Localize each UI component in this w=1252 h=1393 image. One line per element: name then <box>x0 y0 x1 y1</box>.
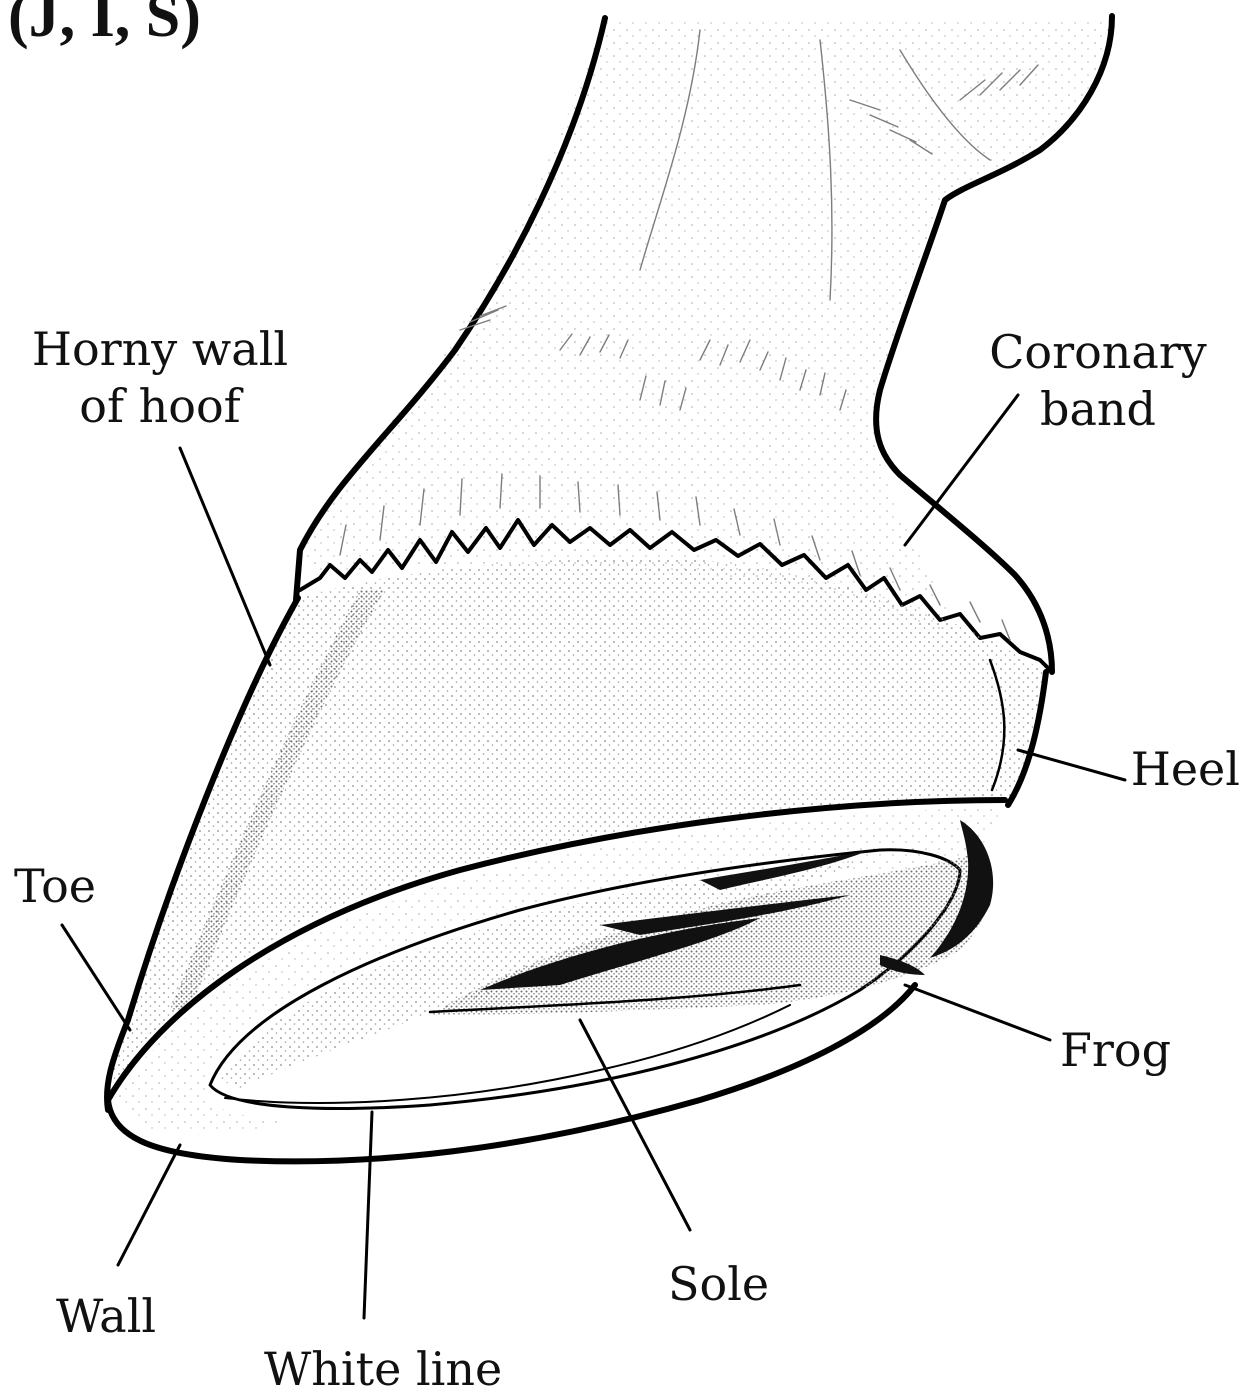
label-frog: Frog <box>1060 1023 1171 1077</box>
label-horny-wall-line1: Horny wall <box>32 322 288 376</box>
leader-horny-wall <box>180 448 270 665</box>
leader-heel <box>1018 750 1125 780</box>
label-coronary-line2: band <box>1040 382 1156 436</box>
leader-frog <box>905 985 1050 1040</box>
label-horny-wall-line2: of hoof <box>79 379 243 433</box>
leader-coronary-band <box>905 395 1018 545</box>
label-white-line: White line <box>264 1342 502 1393</box>
label-toe: Toe <box>14 859 96 913</box>
label-sole: Sole <box>668 1257 769 1311</box>
partial-title: (J, I, S) <box>8 0 201 50</box>
label-coronary-line1: Coronary <box>989 325 1207 379</box>
leader-toe <box>62 925 130 1030</box>
label-wall: Wall <box>56 1289 156 1343</box>
leader-wall <box>118 1145 180 1265</box>
label-heel: Heel <box>1131 742 1240 796</box>
